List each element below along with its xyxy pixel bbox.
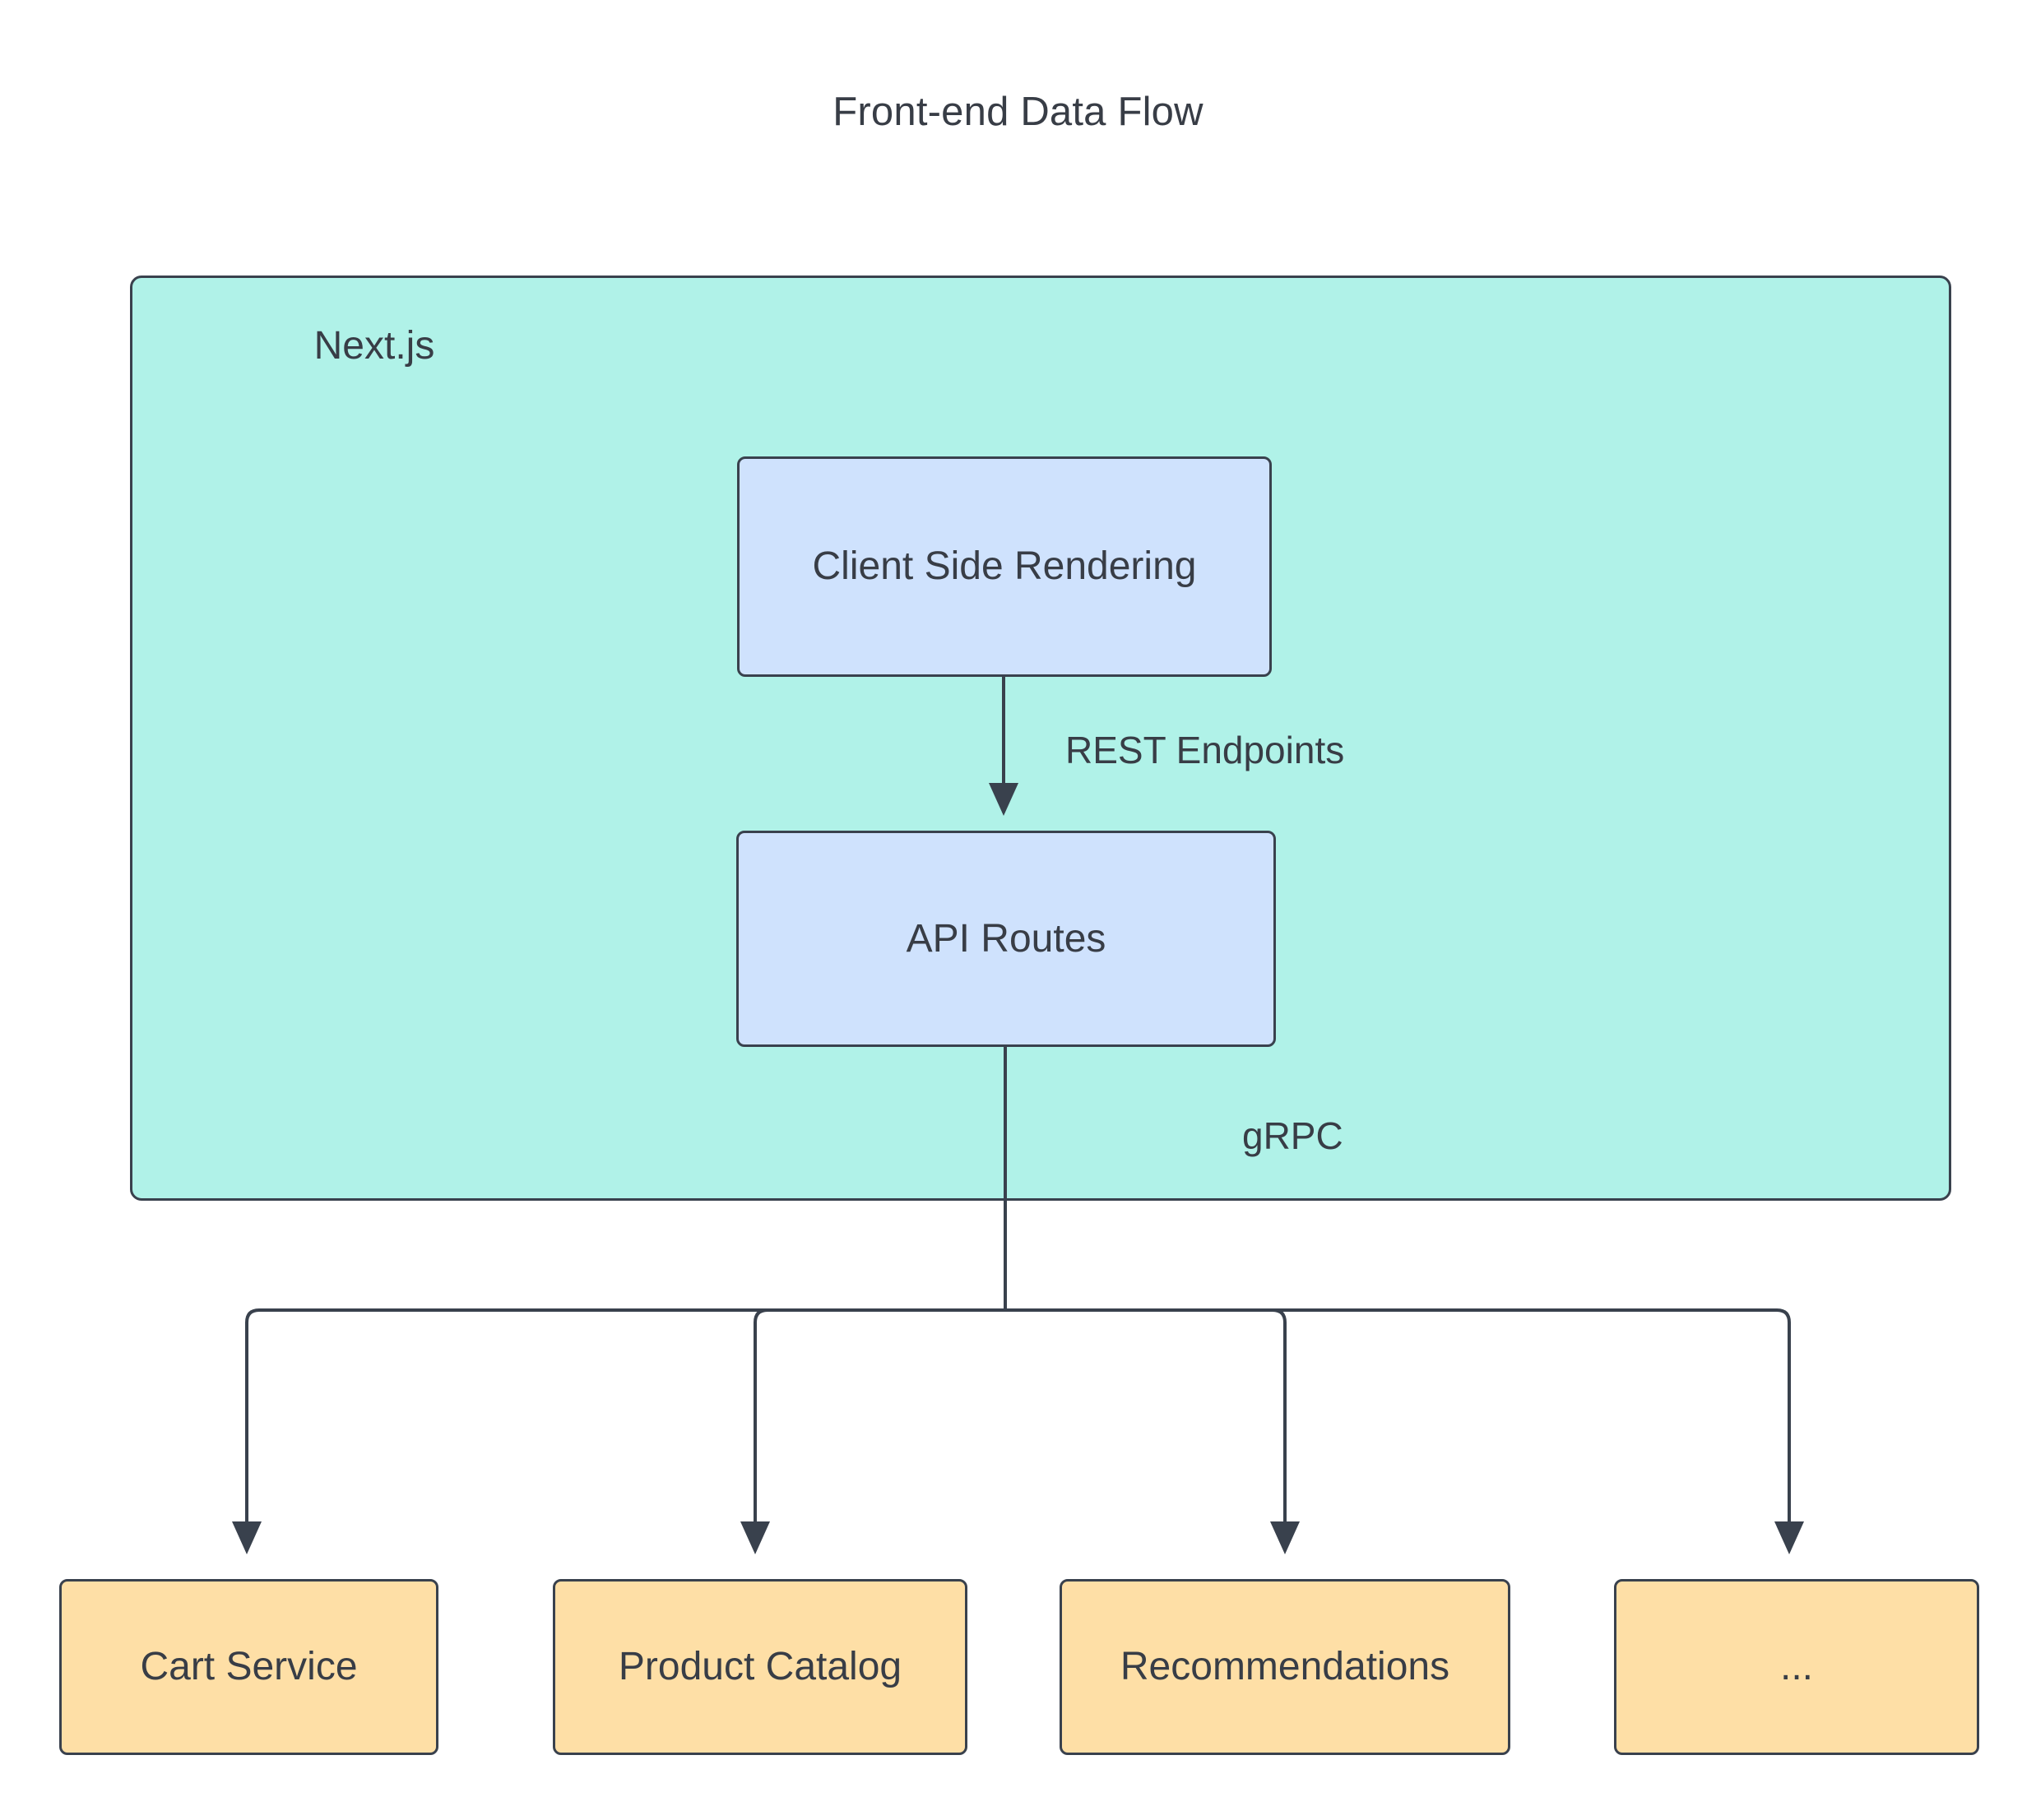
- node-product-catalog[interactable]: Product Catalog: [553, 1579, 967, 1755]
- edge-api-to-more-services: [1005, 1308, 1804, 1554]
- node-label: API Routes: [906, 916, 1106, 961]
- edge-label-rest-endpoints: REST Endpoints: [1065, 729, 1345, 771]
- edge-api-to-recommendations: [1005, 1308, 1300, 1554]
- node-recommendations[interactable]: Recommendations: [1060, 1579, 1510, 1755]
- cluster-label-nextjs: Next.js: [313, 324, 435, 368]
- edge-label-grpc: gRPC: [1242, 1114, 1343, 1157]
- node-cart-service[interactable]: Cart Service: [59, 1579, 438, 1755]
- node-label: Product Catalog: [618, 1645, 902, 1689]
- node-client-side-rendering[interactable]: Client Side Rendering: [737, 456, 1272, 677]
- node-more-services[interactable]: ...: [1614, 1579, 1979, 1755]
- node-label: Cart Service: [140, 1645, 358, 1689]
- page-title: Front-end Data Flow: [832, 90, 1204, 134]
- edge-api-to-product-catalog: [740, 1308, 1005, 1554]
- node-label: Client Side Rendering: [812, 544, 1197, 589]
- cluster-nextjs: [130, 276, 1951, 1201]
- node-label: Recommendations: [1120, 1645, 1450, 1689]
- node-label: ...: [1779, 1645, 1813, 1689]
- edge-api-to-cart-service: [232, 1308, 1005, 1554]
- node-api-routes[interactable]: API Routes: [736, 831, 1276, 1047]
